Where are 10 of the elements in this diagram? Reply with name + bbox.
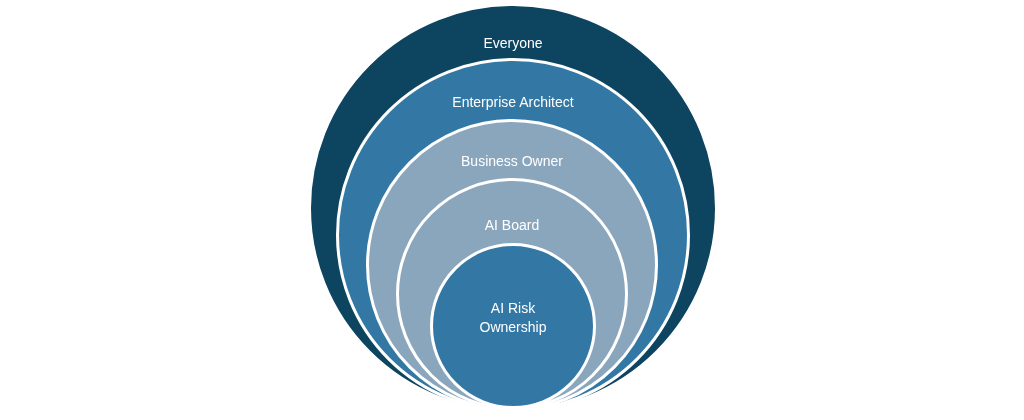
circle-label: AI Board bbox=[483, 215, 541, 235]
nested-circle bbox=[430, 243, 596, 409]
nested-circle bbox=[366, 119, 658, 411]
circle-label: Enterprise Architect bbox=[451, 92, 575, 112]
nested-circle bbox=[396, 178, 628, 410]
nested-circle bbox=[308, 3, 718, 413]
circle-label: Business Owner bbox=[460, 151, 564, 171]
nested-circle bbox=[336, 58, 690, 412]
circle-label: AI Risk Ownership bbox=[478, 299, 548, 337]
circle-label: Everyone bbox=[482, 33, 544, 53]
